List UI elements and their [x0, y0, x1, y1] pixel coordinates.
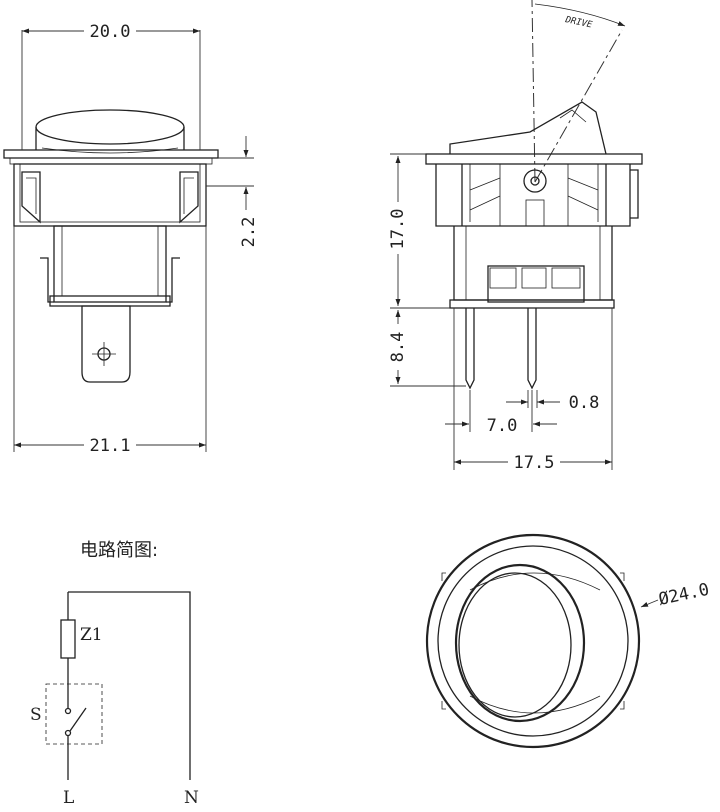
base-width-dimension: 17.5: [514, 453, 555, 473]
inner-bezel: [437, 545, 629, 737]
outer-bezel: [425, 533, 641, 749]
terminal-l-label: L: [63, 788, 74, 807]
switch-contact: [69, 707, 87, 732]
side-drive-indicator: DRIVE: [531, 0, 626, 183]
side-height-dimension: 17.0: [388, 209, 408, 250]
side-flange: [425, 153, 643, 165]
switch-label: S: [30, 705, 42, 725]
side-dimensions: [388, 153, 613, 473]
terminal-n-label: N: [184, 788, 199, 807]
front-flange-dimension: 2.2: [239, 217, 259, 248]
front-lower-housing: [40, 225, 180, 307]
circuit-title: 电路简图:: [80, 540, 158, 561]
front-body: [13, 163, 207, 227]
rocker-top-oval: [454, 563, 586, 723]
front-overall-width-dimension: 21.1: [90, 436, 131, 456]
resistor-label: Z1: [80, 625, 103, 645]
side-rocker: [449, 101, 607, 155]
side-view: DRIVE: [388, 0, 643, 473]
side-body: [435, 163, 639, 227]
front-width-dimension: 20.0: [90, 22, 131, 42]
front-flange: [3, 149, 219, 165]
switch-box: [45, 683, 103, 745]
side-lower-housing: [449, 226, 615, 309]
circuit-diagram: 电路简图: Z1 S L N: [30, 540, 199, 808]
top-view: Ø24.0: [425, 533, 711, 749]
pin-spacing-dimension: 7.0: [487, 416, 518, 436]
pin-thickness-dimension: 0.8: [569, 393, 600, 413]
drive-label: DRIVE: [563, 15, 593, 31]
diameter-dimension: Ø24.0: [657, 580, 711, 610]
front-rocker-cap: [35, 109, 185, 154]
resistor-z1: [60, 619, 76, 659]
front-terminal-tab: [81, 305, 131, 383]
front-view: 20.0 21.1 2.2: [3, 20, 259, 456]
side-pins: [465, 308, 537, 390]
side-pin-length-dimension: 8.4: [388, 332, 408, 363]
front-dimensions: [13, 20, 254, 456]
